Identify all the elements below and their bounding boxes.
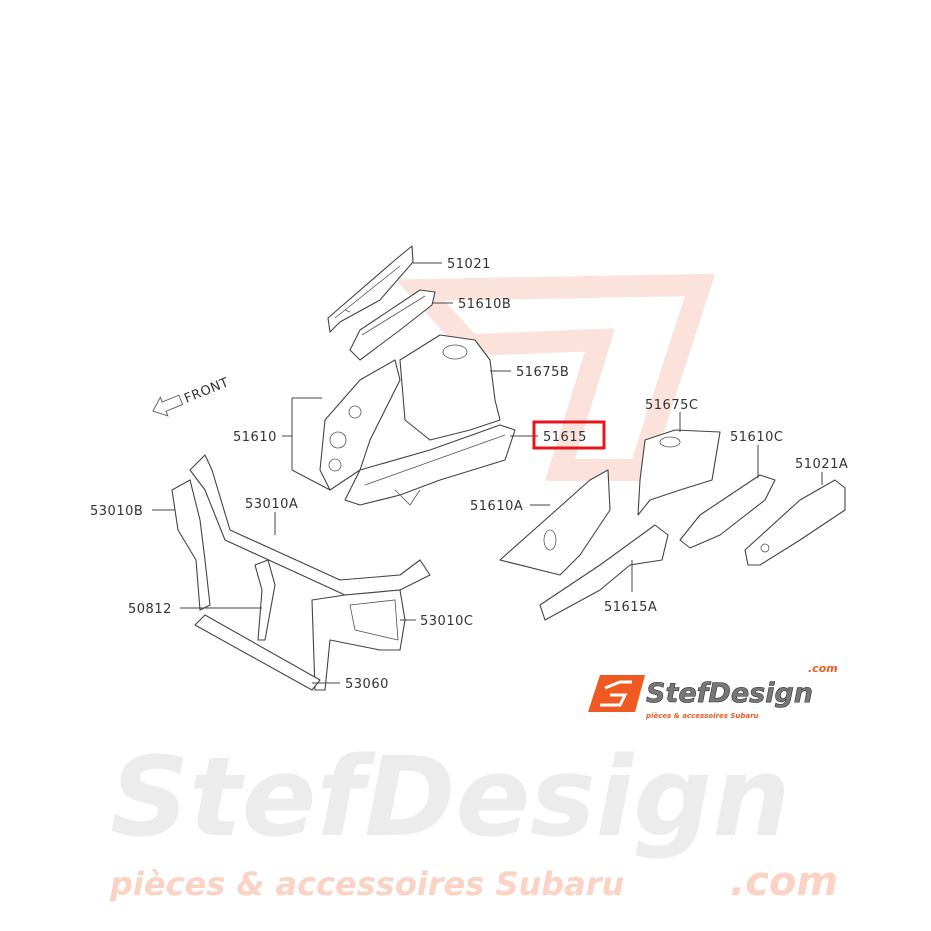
label-51610B[interactable]: 51610B xyxy=(458,297,511,312)
watermark-brand: StefDesign xyxy=(110,733,790,861)
label-53010C[interactable]: 53010C xyxy=(420,614,473,629)
watermark-domain: .com xyxy=(730,859,838,905)
logo-brand: StefDesign xyxy=(646,678,813,709)
leader-lines xyxy=(152,262,823,684)
label-53010B[interactable]: 53010B xyxy=(90,504,143,519)
part-53060[interactable] xyxy=(194,614,321,691)
part-51675B[interactable] xyxy=(399,334,501,441)
part-53010B[interactable] xyxy=(171,479,211,611)
part-51610A[interactable] xyxy=(499,469,611,576)
part-51675C[interactable] xyxy=(637,429,721,516)
part-51021[interactable] xyxy=(327,245,414,333)
stefdesign-logo: StefDesign .com pièces & accessoires Sub… xyxy=(588,662,838,720)
part-51021A[interactable] xyxy=(744,479,846,566)
watermark-tagline: pièces & accessoires Subaru xyxy=(109,865,624,903)
part-53010A[interactable] xyxy=(189,454,431,596)
part-51610C[interactable] xyxy=(679,474,776,549)
label-51021A[interactable]: 51021A xyxy=(795,457,848,472)
label-51675C[interactable]: 51675C xyxy=(645,398,698,413)
label-51675B[interactable]: 51675B xyxy=(516,365,569,380)
watermark: StefDesign pièces & accessoires Subaru .… xyxy=(109,733,838,905)
label-53010A[interactable]: 53010A xyxy=(245,497,298,512)
front-label: FRONT xyxy=(182,375,231,406)
label-51610A[interactable]: 51610A xyxy=(470,499,523,514)
part-51615A[interactable] xyxy=(539,524,669,621)
part-50812[interactable] xyxy=(254,559,276,641)
label-53060[interactable]: 53060 xyxy=(345,677,389,692)
part-53010C[interactable] xyxy=(311,589,406,691)
label-51021[interactable]: 51021 xyxy=(447,257,491,272)
part-51615[interactable] xyxy=(344,424,516,506)
front-arrow: FRONT xyxy=(152,375,231,417)
part-51610[interactable] xyxy=(319,359,401,491)
label-51615[interactable]: 51615 xyxy=(543,430,587,445)
highlight-box xyxy=(532,420,606,450)
label-51610C[interactable]: 51610C xyxy=(730,430,783,445)
part-51610B[interactable] xyxy=(349,289,436,361)
label-51610[interactable]: 51610 xyxy=(233,430,277,445)
logo-tagline: pièces & accessoires Subaru xyxy=(645,712,759,720)
label-51615A[interactable]: 51615A xyxy=(604,600,657,615)
label-50812[interactable]: 50812 xyxy=(128,602,172,617)
logo-domain: .com xyxy=(808,662,838,675)
